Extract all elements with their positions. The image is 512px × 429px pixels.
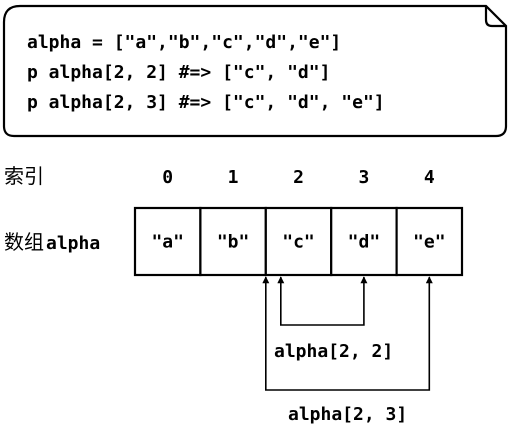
index-label: 索引	[4, 164, 44, 188]
index-number: 4	[424, 167, 435, 188]
folded-corner	[484, 6, 506, 28]
cell-value: "b"	[217, 232, 250, 253]
slice-range-arrow	[277, 276, 368, 326]
array-label-cn: 数组	[4, 230, 44, 254]
index-number: 1	[228, 167, 239, 188]
code-line: p alpha[2, 3] #=> ["c", "d", "e"]	[27, 92, 385, 113]
array-label-name: alpha	[46, 233, 100, 254]
array-cells: "a" "b" "c" "d" "e"	[133, 206, 464, 277]
index-number: 2	[293, 167, 304, 188]
code-callout-box	[2, 4, 508, 138]
cell-value: "a"	[151, 232, 184, 253]
array-cell	[199, 206, 267, 277]
array-cell	[395, 206, 464, 277]
array-cell	[133, 206, 202, 277]
slice-ranges: alpha[2, 2] alpha[2, 3]	[262, 276, 433, 425]
code-line: alpha = ["a","b","c","d","e"]	[27, 32, 341, 53]
cell-value: "d"	[348, 232, 381, 253]
array-cell	[264, 206, 333, 277]
code-line: p alpha[2, 2] #=> ["c", "d"]	[27, 62, 330, 83]
index-number: 3	[358, 167, 369, 188]
slice-range-arrow	[262, 276, 433, 391]
slice-range-label: alpha[2, 2]	[274, 341, 393, 362]
index-number: 0	[162, 167, 173, 188]
index-row: 0 1 2 3 4	[162, 167, 435, 188]
cell-value: "e"	[413, 232, 446, 253]
cell-value: "c"	[282, 232, 315, 253]
slice-range-label: alpha[2, 3]	[288, 404, 407, 425]
